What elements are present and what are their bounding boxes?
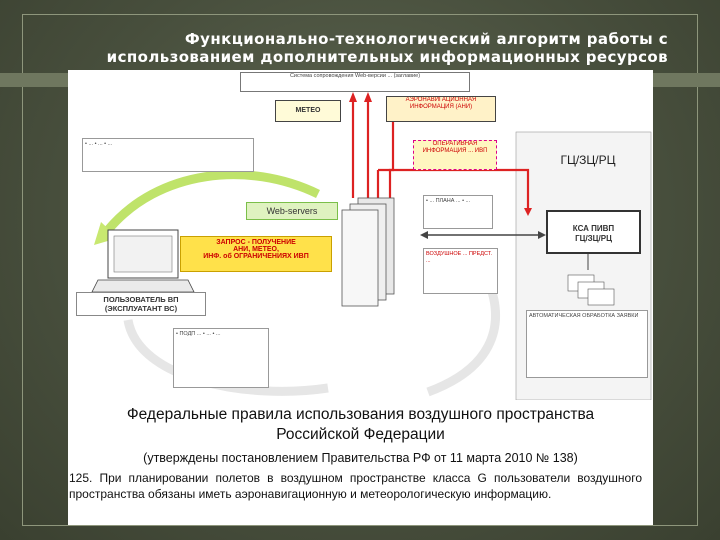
double-arrow-right <box>538 231 546 239</box>
auto-box: АВТОМАТИЧЕСКАЯ ОБРАБОТКА ЗАЯВКИ <box>526 310 648 378</box>
aero-label: АЭРОНАВИГАЦИОННАЯ ИНФОРМАЦИЯ (АНИ) <box>405 97 477 110</box>
ksa-label-2: ГЦ/ЗЦ/РЦ <box>575 234 612 243</box>
rules-heading: Федеральные правила использования воздуш… <box>68 405 653 445</box>
request-label-2: АНИ, МЕТЕО, <box>233 246 279 253</box>
plan-label: • ... ПЛАНА ... • ... <box>426 198 471 204</box>
gc-label-box: ГЦ/ЗЦ/РЦ <box>528 140 648 180</box>
top-box: Система сопровождения Web-версии ... (за… <box>240 72 470 92</box>
mini-laptop-icon-3 <box>587 288 615 306</box>
oper-label: ОПЕРАТИВНАЯ ИНФОРМАЦИЯ ... ИВП <box>422 141 488 154</box>
oper-box: ОПЕРАТИВНАЯ ИНФОРМАЦИЯ ... ИВП <box>413 140 497 170</box>
web-servers-label: Web-servers <box>266 206 318 216</box>
vozd-label: ВОЗДУШНОЕ ... ПРЕДСТ. ... <box>426 251 493 264</box>
double-arrow-left <box>420 231 428 239</box>
green-arc-top <box>104 170 320 233</box>
request-label-1: ЗАПРОС - ПОЛУЧЕНИЕ <box>216 239 296 246</box>
meteo-label: МЕТЕО <box>295 107 321 114</box>
red-arrowhead-2 <box>364 92 372 102</box>
top-box-label: Система сопровождения Web-версии ... (за… <box>289 73 421 79</box>
request-box: ЗАПРОС - ПОЛУЧЕНИЕ АНИ, МЕТЕО, ИНФ. об О… <box>180 236 332 272</box>
rules-text-block: Федеральные правила использования воздуш… <box>68 400 653 525</box>
algorithm-diagram: Система сопровождения Web-версии ... (за… <box>68 70 653 400</box>
rules-body: 125. При планировании полетов в воздушно… <box>69 471 642 501</box>
title-line-1: Функционально-технологический алгоритм р… <box>184 30 668 48</box>
server-3 <box>341 209 379 307</box>
ksa-box: КСА ПИВП ГЦ/ЗЦ/РЦ <box>546 210 641 254</box>
ksa-label-1: КСА ПИВП <box>572 224 615 233</box>
aero-box: АЭРОНАВИГАЦИОННАЯ ИНФОРМАЦИЯ (АНИ) <box>386 96 496 122</box>
red-arrowhead-1 <box>349 92 357 102</box>
title-line-2: использованием дополнительных информацио… <box>106 48 668 66</box>
left-info-label: • ... • ... • ... <box>85 141 113 147</box>
red-line-gc <box>388 168 530 210</box>
red-line-aero <box>378 118 418 172</box>
gc-label: ГЦ/ЗЦ/РЦ <box>560 153 616 167</box>
rules-subtitle: (утверждены постановлением Правительства… <box>143 451 578 465</box>
rules-heading-line-2: Российской Федерации <box>276 426 445 443</box>
red-arrowhead-gc <box>524 208 532 216</box>
rules-heading-line-1: Федеральные правила использования воздуш… <box>126 406 595 423</box>
laptop-base-icon <box>91 279 195 293</box>
slide-title: Функционально-технологический алгоритм р… <box>60 30 700 66</box>
vozd-box: ВОЗДУШНОЕ ... ПРЕДСТ. ... <box>423 248 498 294</box>
bottom-list-box: • ПОДП ... • ... • ... <box>173 328 269 388</box>
plan-box: • ... ПЛАНА ... • ... <box>423 195 493 229</box>
bottom-list-label: • ПОДП ... • ... • ... <box>176 331 221 337</box>
grey-arc-right <box>426 278 500 397</box>
auto-label: АВТОМАТИЧЕСКАЯ ОБРАБОТКА ЗАЯВКИ <box>529 313 639 319</box>
user-box: ПОЛЬЗОВАТЕЛЬ ВП (ЭКСПЛУАТАНТ ВС) <box>76 292 206 316</box>
meteo-box: МЕТЕО <box>275 100 341 122</box>
left-info-box: • ... • ... • ... <box>82 138 254 172</box>
user-label-1: ПОЛЬЗОВАТЕЛЬ ВП <box>103 295 179 304</box>
slide-frame <box>22 14 698 526</box>
web-servers-box: Web-servers <box>246 202 338 220</box>
user-label-2: (ЭКСПЛУАТАНТ ВС) <box>104 304 178 313</box>
request-label-3: ИНФ. об ОГРАНИЧЕНИЯХ ИВП <box>203 253 309 260</box>
